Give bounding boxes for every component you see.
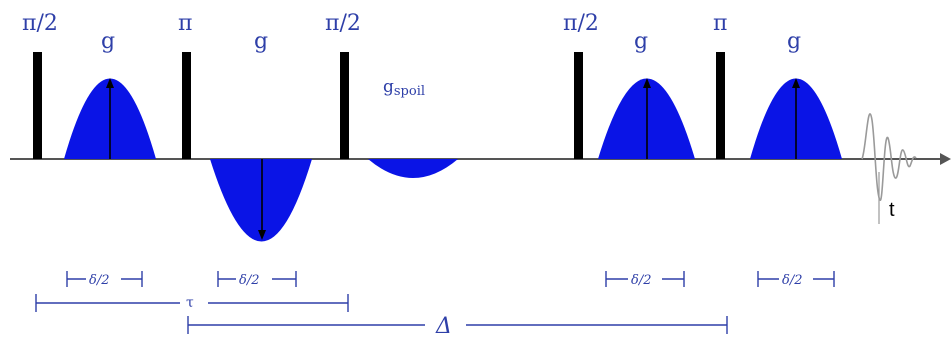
gradient-spoil-lobe bbox=[368, 159, 458, 178]
rf-pulse-180-first bbox=[182, 52, 191, 159]
pulse-label-180-second: π bbox=[713, 11, 727, 36]
tau-interval-marker bbox=[35, 294, 349, 312]
gradient-label-1: g bbox=[101, 29, 115, 54]
pulse-label-90-first: π/2 bbox=[22, 11, 58, 36]
delta-half-label-3: δ/2 bbox=[631, 273, 651, 288]
rf-pulse-90-second bbox=[340, 52, 349, 159]
time-label: t bbox=[889, 199, 895, 221]
time-axis-arrow-icon bbox=[940, 153, 951, 165]
delta-half-label-1: δ/2 bbox=[89, 273, 109, 288]
gradient-lobe-2-negative bbox=[210, 159, 312, 242]
gradient-label-3: g bbox=[634, 29, 648, 54]
gradient-label-2: g bbox=[254, 29, 268, 54]
rf-pulse-90-first bbox=[33, 52, 42, 159]
delta-half-marker-1 bbox=[66, 271, 143, 287]
gradient-label-4: g bbox=[787, 29, 801, 54]
rf-pulse-180-second bbox=[716, 52, 725, 159]
big-delta-interval-marker bbox=[187, 316, 728, 334]
delta-half-label-4: δ/2 bbox=[782, 273, 802, 288]
pulse-label-90-third: π/2 bbox=[563, 11, 599, 36]
rf-pulse-90-third bbox=[574, 52, 583, 159]
fid-signal bbox=[861, 113, 917, 201]
pulse-label-180-first: π bbox=[178, 11, 192, 36]
delta-half-marker-2 bbox=[217, 271, 297, 287]
delta-half-label-2: δ/2 bbox=[239, 273, 259, 288]
gradient-label-spoil: gspoil bbox=[383, 77, 425, 99]
gradient-arrows bbox=[106, 78, 800, 240]
delta-half-marker-4 bbox=[757, 271, 835, 287]
pulse-label-90-second: π/2 bbox=[325, 11, 361, 36]
delta-half-marker-3 bbox=[605, 271, 685, 287]
big-delta-label: Δ bbox=[435, 314, 452, 339]
tau-label: τ bbox=[186, 295, 194, 311]
